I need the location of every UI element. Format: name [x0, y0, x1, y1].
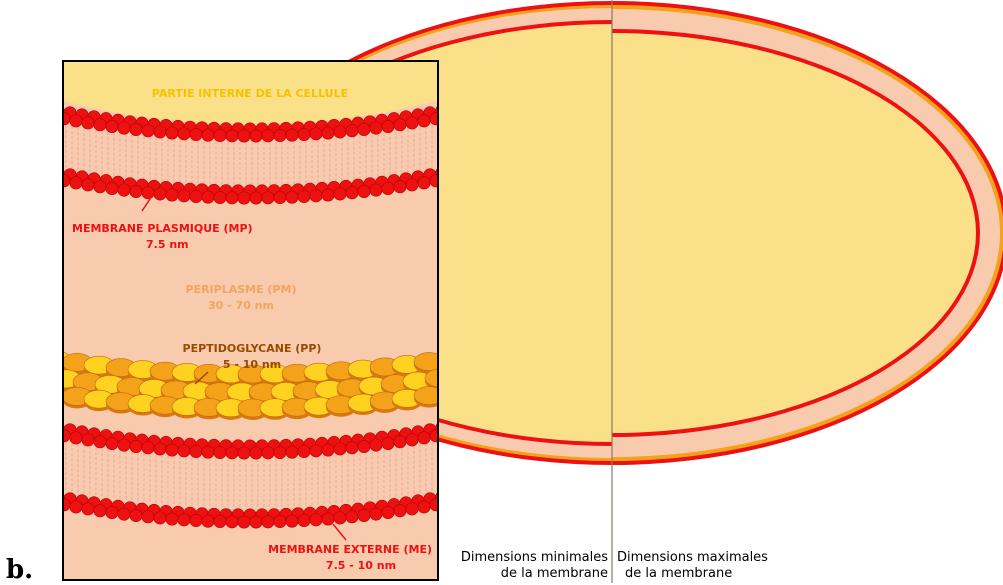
min-dimension-line1: Dimensions minimales	[460, 550, 608, 565]
min-dimension-label: Dimensions minimales de la membrane	[440, 550, 608, 582]
peptidoglycan-size: 5 - 10 nm	[223, 358, 281, 371]
periplasm-label: PERIPLASME (PM)	[186, 283, 297, 296]
plasma-membrane-label: MEMBRANE PLASMIQUE (MP)	[72, 222, 253, 235]
membrane-detail-inset	[62, 60, 439, 581]
min-dimension-line2: de la membrane	[500, 566, 608, 581]
panel-letter: b.	[6, 555, 34, 585]
max-dimension-label: Dimensions maximales de la membrane	[617, 550, 797, 582]
inner-cell-label: PARTIE INTERNE DE LA CELLULE	[152, 87, 348, 100]
plasma-membrane-layer	[63, 105, 438, 205]
peptidoglycan-label: PEPTIDOGLYCANE (PP)	[183, 342, 322, 355]
outer-membrane-label: MEMBRANE EXTERNE (ME)	[268, 543, 432, 556]
plasma-membrane-size: 7.5 nm	[146, 238, 189, 251]
peptidoglycan-layer	[63, 351, 438, 420]
max-dimension-cell	[612, 1, 1003, 465]
me-pointer	[332, 523, 347, 541]
max-dimension-line2: de la membrane	[625, 566, 733, 581]
outer-membrane-size: 7.5 - 10 nm	[326, 559, 396, 572]
pp-pointer	[194, 371, 209, 385]
max-dimension-line1: Dimensions maximales	[617, 550, 768, 565]
outer-membrane-layer	[63, 422, 438, 529]
mp-pointer	[141, 195, 153, 212]
periplasm-size: 30 - 70 nm	[208, 299, 274, 312]
